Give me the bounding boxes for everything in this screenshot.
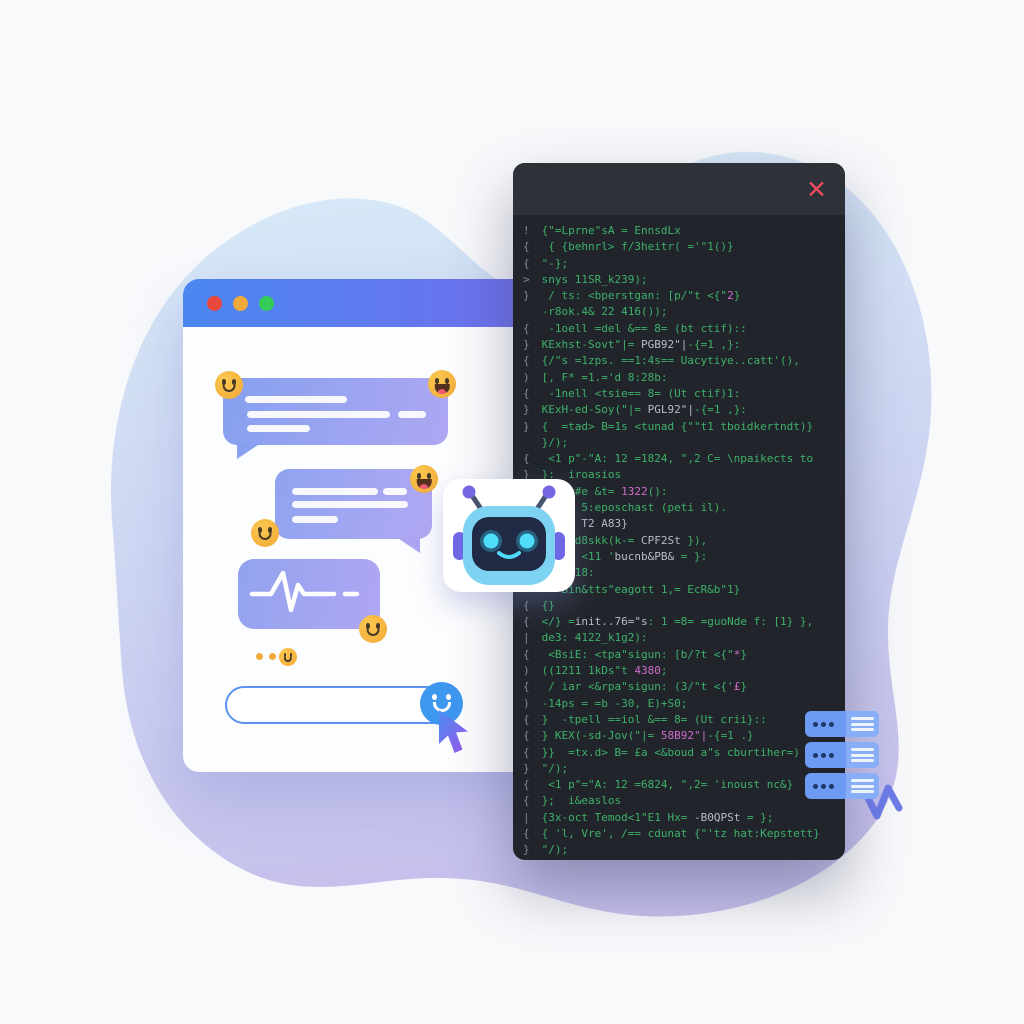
code-line: { </} =init..76="s: 1 =8= =guoNde f: [1}… (523, 615, 814, 629)
server-row (805, 711, 879, 737)
code-line: Bin&tts"eagott 1,= EcR&b"1} (535, 582, 741, 596)
server-row (805, 773, 879, 799)
code-line: { -1nell <tsie== 8= (Ut ctif)1: (523, 386, 741, 400)
ecg-waveform-icon (249, 570, 360, 613)
code-line: } "/); (523, 843, 569, 857)
smile-emoji-icon (251, 519, 279, 547)
traffic-light-zoom[interactable] (259, 295, 274, 311)
smile-emoji-icon (279, 648, 297, 666)
cursor-pointer-icon (439, 710, 468, 753)
smile-emoji-icon (215, 371, 243, 399)
code-line: { {/"s =1zps. ==1:4s== Uacytiye..catt'()… (523, 354, 800, 368)
code-line: ! {"=Lprne"sA = EnnsdLx (523, 224, 681, 237)
code-line: { { 'l, Vre', /== cdunat {"'tz hat:Kepst… (523, 826, 820, 840)
code-line: ) ((1211 1kDs"t 4380; (523, 664, 668, 678)
code-line: { / iar <&rpa"sigun: (3/"t <{'£} (523, 680, 747, 694)
code-line: { <BsiE: <tpa"sigun: [b/?t <{"*} (523, 647, 747, 661)
server-stack-icon (805, 711, 879, 804)
bubble-text-bar (247, 425, 310, 432)
code-line: { <1 p"-"A: 12 =1824, ",2 C= \npaikects … (523, 452, 814, 466)
code-line: { {} (523, 598, 555, 612)
code-line: { { {behnrl> f/3heitr( ='"1()} (523, 240, 734, 254)
typing-dot (256, 653, 263, 660)
typing-dot (269, 653, 276, 660)
bubble-text-bar (247, 411, 390, 418)
code-line: > snys 11SR_k239); (523, 272, 648, 286)
bubble-text-bar (245, 396, 347, 403)
laugh-emoji-icon (410, 465, 438, 493)
code-line: { "-}; (523, 256, 569, 270)
traffic-lights (207, 295, 274, 311)
code-lines: ! {"=Lprne"sA = EnnsdLx { { {behnrl> f/3h… (513, 215, 845, 860)
traffic-light-minimize[interactable] (233, 295, 248, 311)
code-line: } KExH-ed-Soy("|= PGL92"|-{=1 ,}: (523, 403, 747, 417)
robot-icon (453, 485, 565, 585)
send-smile-icon (432, 694, 437, 700)
server-row (805, 742, 879, 768)
code-line: { }; i&easlos (523, 794, 622, 808)
code-line: { } KEX(-sd-Jov("|= 58B92"|-{=1 .} (523, 729, 754, 743)
close-icon[interactable]: ✕ (806, 174, 827, 204)
bubble-text-bar (398, 411, 426, 418)
chat-bubble-waveform (238, 559, 380, 629)
bubble-text-bar (292, 501, 408, 508)
code-line: -r8ok.4& 22 416()); (535, 305, 668, 319)
code-line: ) [, F* =1.='d 8:28b: (523, 370, 668, 384)
code-line: { } -tpell ==iol &== 8= (Ut crii}:: (523, 712, 767, 726)
robot-avatar-card (443, 479, 575, 592)
code-line: ) -14ps = =b -30, E)+S0; (523, 696, 688, 710)
chat-bubble (275, 469, 432, 553)
code-line: | {3x-oct Temod<1"E1 Hx= -B0QPSt = }; (523, 810, 774, 824)
code-line: } { =tad> B=1s <tunad {""t1 tboidkertndt… (523, 419, 814, 433)
bubble-text-bar (292, 516, 338, 523)
code-titlebar: ✕ (513, 163, 845, 215)
code-line: { <1 p"="A: 12 =6824, ",2= 'inoust nc&} (523, 778, 794, 792)
code-line: } "/); (523, 761, 569, 775)
code-line: { }} =tx.d> B= £a <&boud a"s cburtiher=) (523, 745, 800, 759)
laugh-emoji-icon (428, 370, 456, 398)
squiggle-icon (862, 784, 903, 820)
code-line: { -1oell =del &== 8= (bt ctif):: (523, 321, 747, 335)
bubble-text-bar (383, 488, 407, 495)
bubble-text-bar (292, 488, 378, 495)
code-line: | de3: 4122_k1g2): (523, 631, 648, 645)
code-line: } / ts: <bperstgan: [p/"t <{"2} (523, 289, 741, 303)
traffic-light-close[interactable] (207, 295, 222, 311)
send-button[interactable] (420, 682, 463, 725)
code-line: } }: iroasios (523, 468, 622, 482)
code-line: } KExhst-Sovt"|= PGB92"|-{=1 ,}: (523, 338, 741, 352)
chat-bubble (223, 378, 448, 459)
code-line: }/); (535, 435, 569, 449)
smile-emoji-icon (359, 615, 387, 643)
